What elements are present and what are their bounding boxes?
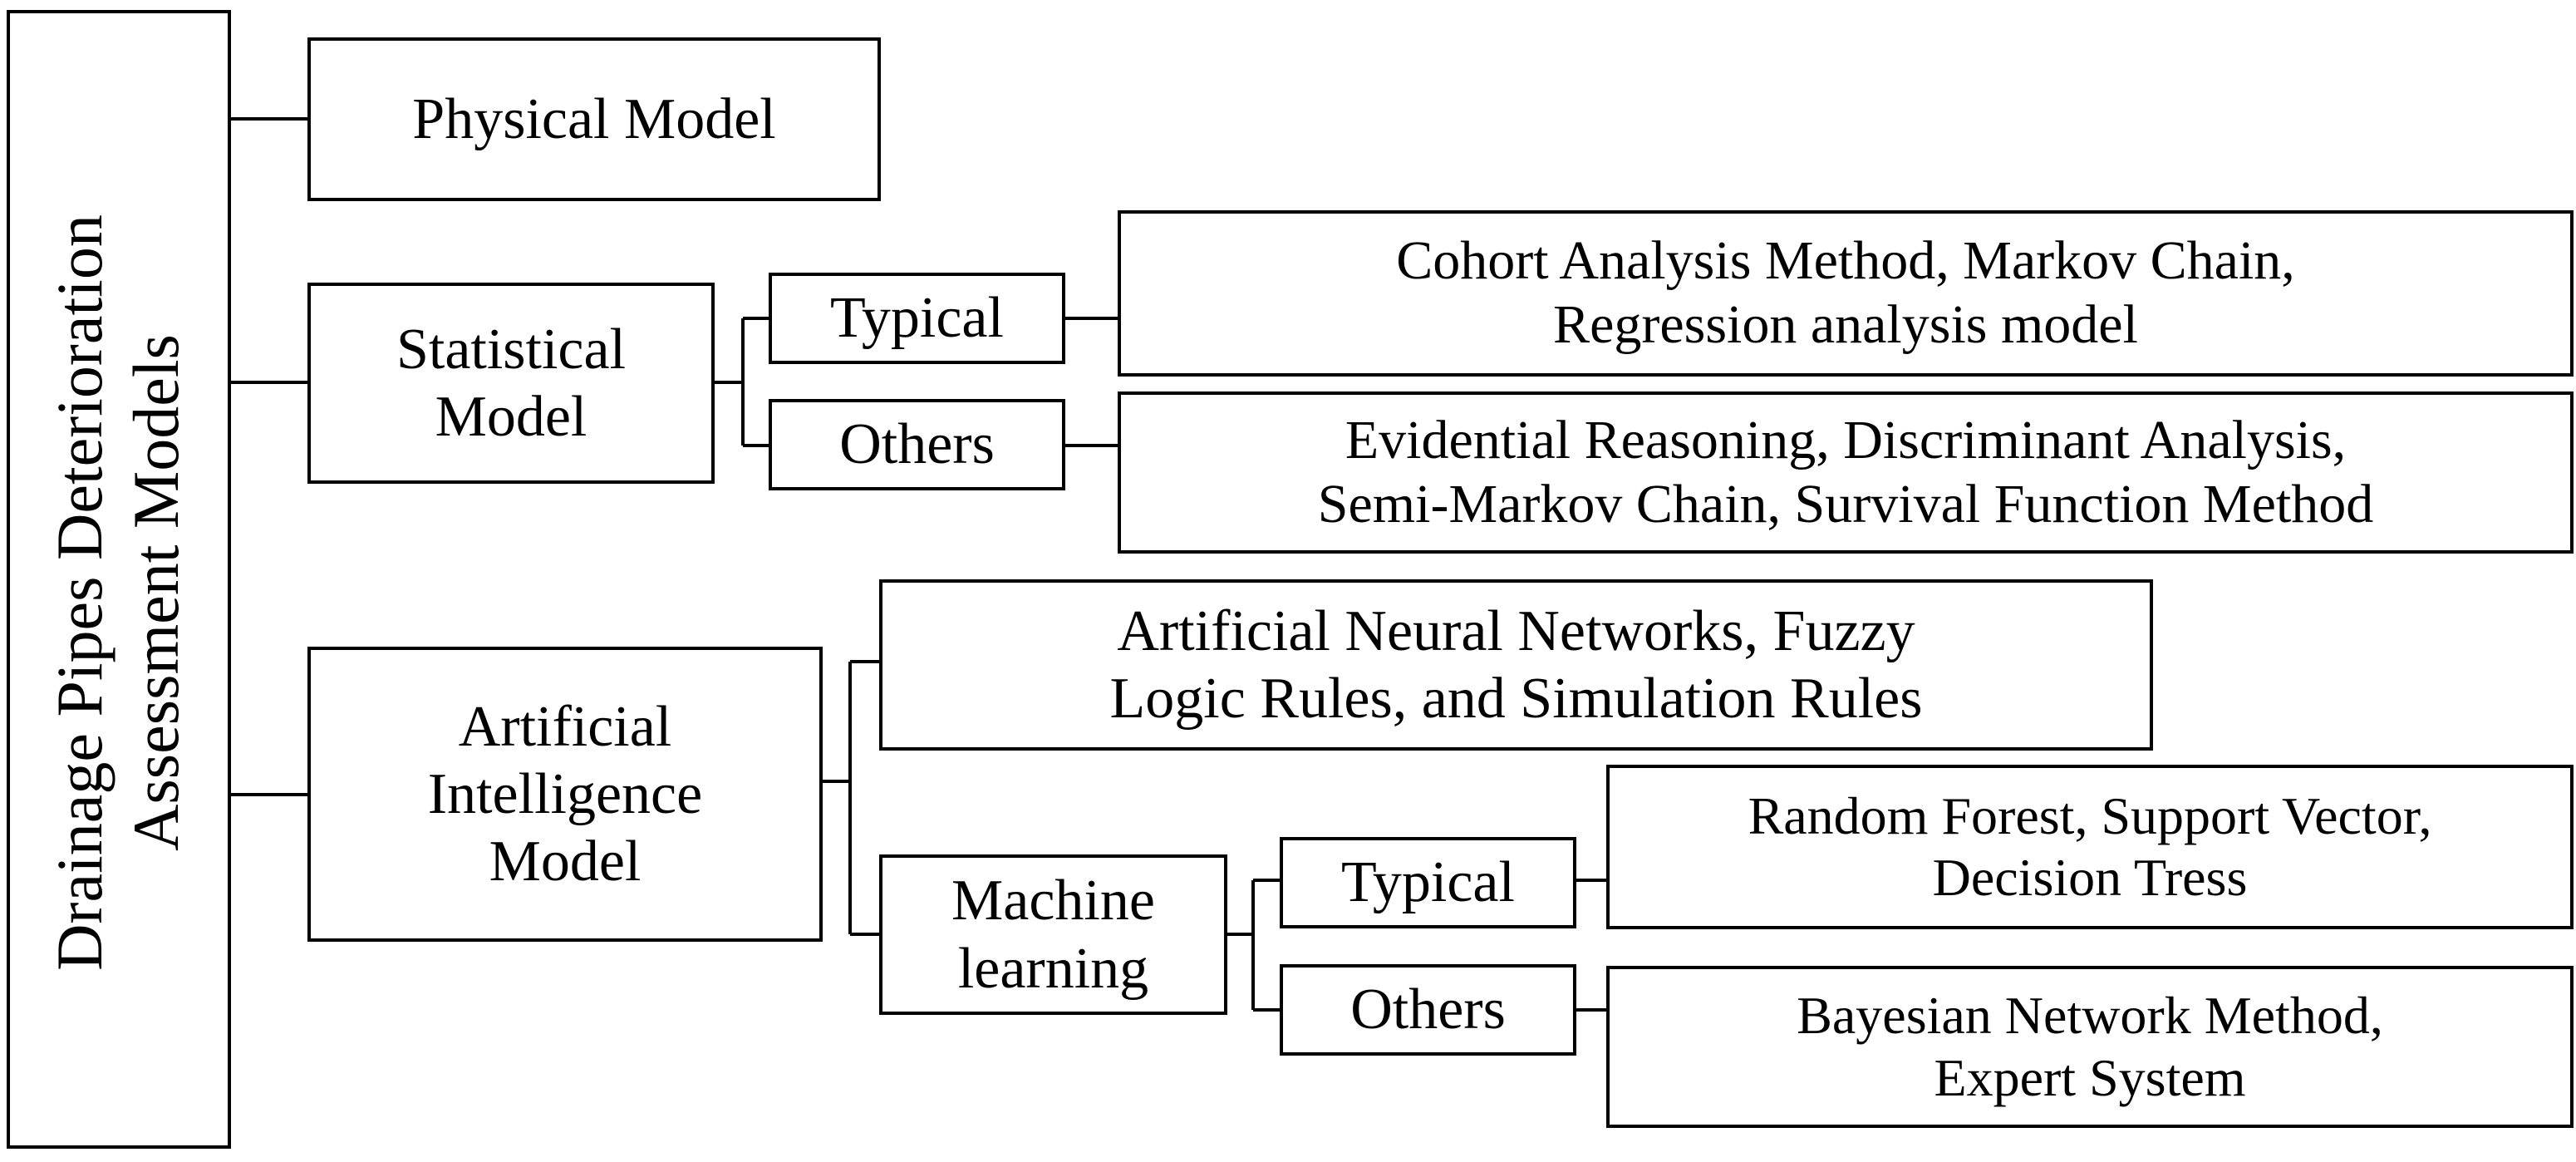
statistical-typical-detail-box: Cohort Analysis Method, Markov Chain, Re… — [1118, 210, 2574, 377]
ai-methods-detail-line-2: Logic Rules, and Simulation Rules — [1109, 667, 1923, 731]
ai-model-line-1: Artificial — [458, 694, 672, 759]
ai-model-box: Artificial Intelligence Model — [307, 647, 823, 942]
ml-others-detail-line-2: Expert System — [1934, 1047, 2246, 1107]
ai-methods-detail-box: Artificial Neural Networks, Fuzzy Logic … — [879, 579, 2153, 751]
statistical-typical-box: Typical — [769, 273, 1065, 364]
statistical-others-detail-box: Evidential Reasoning, Discriminant Analy… — [1118, 391, 2574, 554]
statistical-others-label: Others — [839, 412, 995, 477]
physical-model-box: Physical Model — [307, 37, 881, 201]
ai-model-line-3: Model — [489, 830, 642, 894]
ml-others-label: Others — [1350, 977, 1506, 1042]
root-title-line-2: Assessment Models — [120, 334, 192, 851]
root-title-line-1: Drainage Pipes Deterioration — [42, 214, 116, 971]
machine-learning-line-1: Machine — [951, 869, 1155, 933]
statistical-typical-detail-line-2: Regression analysis model — [1553, 294, 2138, 355]
physical-model-label: Physical Model — [412, 86, 776, 151]
ml-typical-detail-line-1: Random Forest, Support Vector, — [1748, 785, 2432, 845]
ml-typical-detail-line-2: Decision Tress — [1932, 848, 2248, 907]
statistical-typical-label: Typical — [830, 286, 1004, 351]
ml-typical-label: Typical — [1341, 850, 1515, 915]
ml-others-detail-box: Bayesian Network Method, Expert System — [1606, 966, 2574, 1128]
statistical-typical-detail-line-1: Cohort Analysis Method, Markov Chain, — [1396, 230, 2295, 292]
statistical-others-detail-line-2: Semi-Markov Chain, Survival Function Met… — [1317, 473, 2374, 534]
root-node-title: Drainage Pipes Deterioration Assessment … — [10, 23, 226, 1162]
statistical-model-line-1: Statistical — [396, 317, 627, 382]
ml-others-box: Others — [1280, 964, 1576, 1056]
statistical-model-line-2: Model — [435, 385, 587, 449]
ai-methods-detail-line-1: Artificial Neural Networks, Fuzzy — [1117, 598, 1915, 663]
ml-typical-detail-box: Random Forest, Support Vector, Decision … — [1606, 765, 2574, 929]
statistical-others-detail-line-1: Evidential Reasoning, Discriminant Analy… — [1345, 409, 2347, 470]
ml-typical-box: Typical — [1280, 837, 1576, 928]
statistical-others-box: Others — [769, 399, 1065, 490]
ai-model-line-2: Intelligence — [427, 761, 703, 826]
machine-learning-box: Machine learning — [879, 854, 1227, 1015]
root-node-box: Drainage Pipes Deterioration Assessment … — [7, 10, 231, 1149]
statistical-model-box: Statistical Model — [307, 283, 715, 484]
ml-others-detail-line-1: Bayesian Network Method, — [1797, 986, 2383, 1046]
machine-learning-line-2: learning — [957, 936, 1149, 1001]
